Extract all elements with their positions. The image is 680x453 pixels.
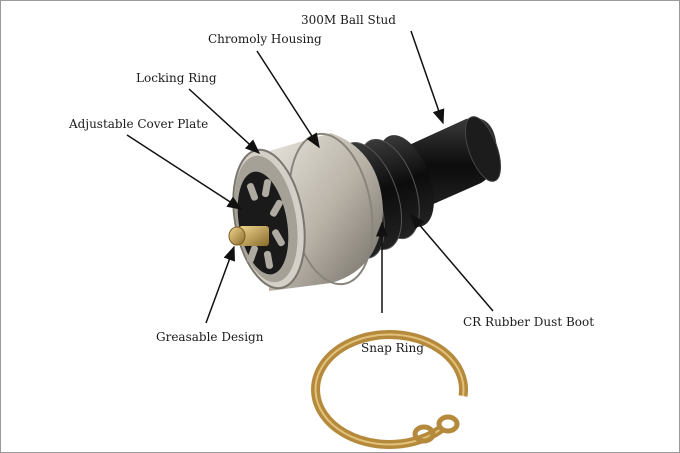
arrow-ball-stud bbox=[410, 30, 445, 125]
arrow-greasable bbox=[205, 245, 235, 324]
arrow-housing bbox=[256, 50, 320, 149]
label-greasable: Greasable Design bbox=[156, 330, 264, 344]
label-housing: Chromoly Housing bbox=[208, 32, 322, 46]
arrow-dust-boot bbox=[410, 213, 494, 312]
label-locking-ring: Locking Ring bbox=[136, 71, 217, 85]
snap-ring bbox=[311, 330, 468, 449]
label-ball-stud: 300M Ball Stud bbox=[301, 13, 396, 27]
label-cover-plate: Adjustable Cover Plate bbox=[69, 117, 209, 131]
arrow-cover-plate bbox=[126, 134, 243, 210]
grease-fitting bbox=[228, 226, 269, 246]
label-dust-boot: CR Rubber Dust Boot bbox=[463, 315, 595, 329]
arrow-locking-ring bbox=[188, 88, 261, 155]
label-snap-ring: Snap Ring bbox=[361, 341, 424, 355]
cover-plate bbox=[237, 171, 289, 275]
